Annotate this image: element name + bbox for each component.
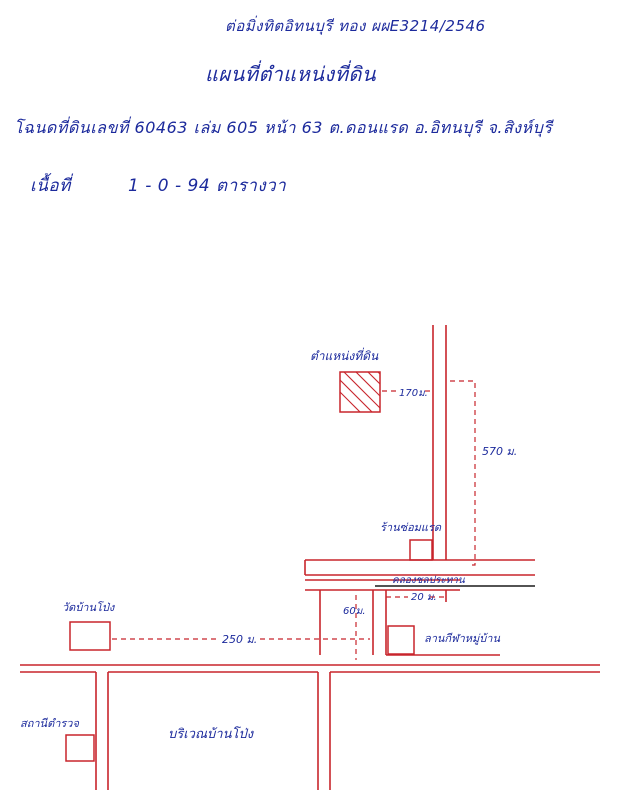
- canal-label: คลองชลประทาน: [392, 575, 466, 586]
- deed-description: โฉนดที่ดินเลขที่ 60463 เล่ม 605 หน้า 63 …: [14, 118, 553, 137]
- police-station-label: สถานีตำรวจ: [20, 717, 79, 730]
- distance-20-label: 20 ม.: [411, 592, 437, 603]
- market-area-label: บริเวณบ้านโป่ง: [168, 726, 255, 742]
- parcel-label: ตำแหน่งที่ดิน: [310, 347, 379, 363]
- playground-building: [387, 625, 415, 655]
- distance-570-label: 570 ม.: [482, 445, 517, 458]
- parcel-hatch: [340, 372, 380, 412]
- distance-60-label: 60ม.: [343, 606, 366, 617]
- distance-250-label: 250 ม.: [222, 633, 257, 646]
- document-title: แผนที่ตำแหน่งที่ดิน: [205, 62, 377, 86]
- shop-building: [409, 539, 433, 561]
- temple-building: [69, 621, 111, 651]
- police-station-building: [65, 734, 95, 762]
- area-value: 1 - 0 - 94 ตารางวา: [128, 176, 287, 196]
- land-parcel: [339, 371, 381, 413]
- playground-label: ลานกีฬาหมู่บ้าน: [424, 632, 500, 645]
- distance-170-label: 170ม.: [399, 388, 428, 399]
- shop-label: ร้านซ่อมแรด: [380, 521, 442, 534]
- temple-label: วัดบ้านโป่ง: [62, 601, 116, 614]
- dist-line-570: [450, 380, 476, 566]
- area-label: เนื้อที่: [30, 176, 71, 196]
- header-reference: ต่อมิ่งทิตอิทนบุรี ทอง ผผE3214/2546: [225, 17, 486, 35]
